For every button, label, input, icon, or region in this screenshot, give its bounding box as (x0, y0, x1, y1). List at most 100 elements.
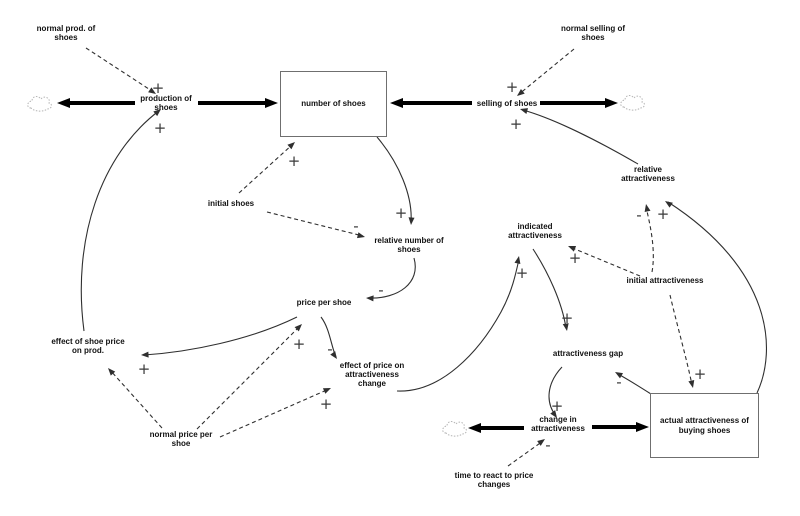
link-price-to-effect-change-arrowhead-icon (330, 351, 337, 359)
label-line: attractiveness gap (552, 349, 624, 358)
link-initial-attr-to-indicated (569, 246, 641, 277)
auxiliary-label-price-per-shoe: price per shoe (297, 298, 352, 307)
link-initial-shoes-to-number (238, 143, 294, 194)
link-indicated-to-gap (532, 248, 567, 329)
link-normal-price-to-price-arrowhead-icon (294, 324, 302, 332)
flow-production-to-stock-arrowhead-icon (265, 98, 278, 108)
label-line: shoe (171, 439, 191, 448)
link-time-react-to-change-arrowhead-icon (537, 439, 545, 446)
label-line: shoes (581, 33, 605, 42)
label-line: time to react to price (454, 471, 534, 480)
label-line: shoes (397, 245, 421, 254)
link-effect-prod-to-production-polarity-sign: + (154, 119, 167, 137)
label-line: initial shoes (207, 199, 255, 208)
cloud-sink-selling-cloud-icon (620, 95, 645, 111)
label-line: selling of shoes (476, 99, 538, 108)
label-line: change in (539, 415, 577, 424)
label-line: initial attractiveness (626, 276, 704, 285)
label-line: price per shoe (296, 298, 352, 307)
flow-selling-to-sink-arrowhead-icon (605, 98, 618, 108)
link-number-to-relative-number-polarity-sign: + (395, 204, 408, 222)
link-actual-to-relative-attr-polarity-sign: + (657, 205, 670, 223)
link-actual-to-relative-attr (667, 201, 767, 394)
stock-number-of-shoes: number of shoes (280, 71, 387, 137)
stock-label-line: buying shoes (678, 425, 731, 435)
label-line: attractiveness (621, 174, 675, 183)
link-initial-attr-to-indicated-arrowhead-icon (568, 246, 577, 252)
link-normal-selling-to-selling (517, 48, 575, 96)
link-relative-attr-to-selling (522, 109, 639, 165)
link-time-react-to-change (507, 440, 544, 467)
label-line: relative (633, 165, 663, 174)
link-price-to-effect-prod-polarity-sign: + (138, 360, 151, 378)
label-line: production of (140, 94, 192, 103)
link-normal-selling-to-selling-polarity-sign: + (506, 78, 519, 96)
link-actual-to-relative-attr-arrowhead-icon (665, 201, 673, 208)
link-initial-attr-to-relative-attr (645, 206, 654, 273)
link-indicated-to-gap-arrowhead-icon (562, 323, 569, 331)
flow-selling-from-stock-arrowhead-icon (390, 98, 403, 108)
link-relative-number-to-price-polarity-sign: - (378, 281, 383, 299)
flow-change-to-source-arrowhead-icon (468, 423, 481, 433)
stock-label-line: actual attractiveness of (660, 416, 749, 425)
link-relative-attr-to-selling-polarity-sign: + (510, 115, 523, 133)
link-price-to-effect-change-polarity-sign: - (327, 340, 332, 358)
label-line: on prod. (71, 346, 104, 355)
stock-number-of-shoes-label: number of shoes (301, 99, 365, 109)
label-line: normal prod. of (36, 24, 96, 33)
label-line: normal price per (149, 430, 213, 439)
link-normal-price-to-effect-change (219, 388, 330, 438)
flow-label-selling-of-shoes: selling of shoes (477, 99, 537, 108)
link-initial-shoes-to-number-arrowhead-icon (287, 142, 295, 150)
link-time-react-to-change-polarity-sign: - (545, 436, 550, 454)
cloud-source-production-cloud-icon (27, 96, 52, 112)
link-relative-number-to-price (368, 257, 416, 299)
link-initial-shoes-to-relative-number (266, 211, 364, 237)
link-normal-price-to-effect-change-polarity-sign: + (320, 395, 333, 413)
label-line: changes (477, 480, 511, 489)
link-normal-price-to-effect-change-arrowhead-icon (322, 388, 331, 394)
label-line: shoes (154, 103, 178, 112)
link-initial-attr-to-indicated-polarity-sign: + (569, 249, 582, 267)
link-actual-to-gap-arrowhead-icon (615, 372, 623, 379)
link-effect-prod-to-production (80, 109, 161, 332)
label-line: change (357, 379, 387, 388)
link-initial-attr-to-actual (669, 294, 693, 386)
link-effect-change-to-indicated-arrowhead-icon (514, 256, 521, 264)
link-normal-prod-to-production-polarity-sign: + (152, 79, 165, 97)
cloud-source-change-cloud-icon (442, 421, 467, 437)
link-number-to-relative-number-arrowhead-icon (408, 217, 415, 225)
link-normal-price-to-price (196, 325, 301, 430)
constant-label-initial-attractiveness: initial attractiveness (627, 276, 704, 285)
link-indicated-to-gap-polarity-sign: + (561, 309, 574, 327)
constant-label-initial-shoes: initial shoes (208, 199, 254, 208)
link-initial-attr-to-actual-polarity-sign: + (694, 365, 707, 383)
link-initial-attr-to-relative-attr-arrowhead-icon (644, 204, 651, 212)
link-normal-prod-to-production-arrowhead-icon (148, 87, 156, 94)
link-normal-prod-to-production (85, 47, 156, 94)
link-effect-prod-to-production-arrowhead-icon (153, 109, 161, 117)
link-normal-price-to-effect-prod (109, 369, 163, 429)
label-line: attractiveness (345, 370, 399, 379)
label-line: normal selling of (560, 24, 626, 33)
label-line: attractiveness (531, 424, 585, 433)
link-price-to-effect-prod (143, 316, 298, 356)
label-line: shoes (54, 33, 78, 42)
label-line: effect of shoe price (51, 337, 125, 346)
link-gap-to-change-polarity-sign: + (551, 397, 564, 415)
stock-label-line: number of shoes (301, 99, 366, 109)
link-normal-price-to-effect-prod-arrowhead-icon (108, 368, 116, 376)
